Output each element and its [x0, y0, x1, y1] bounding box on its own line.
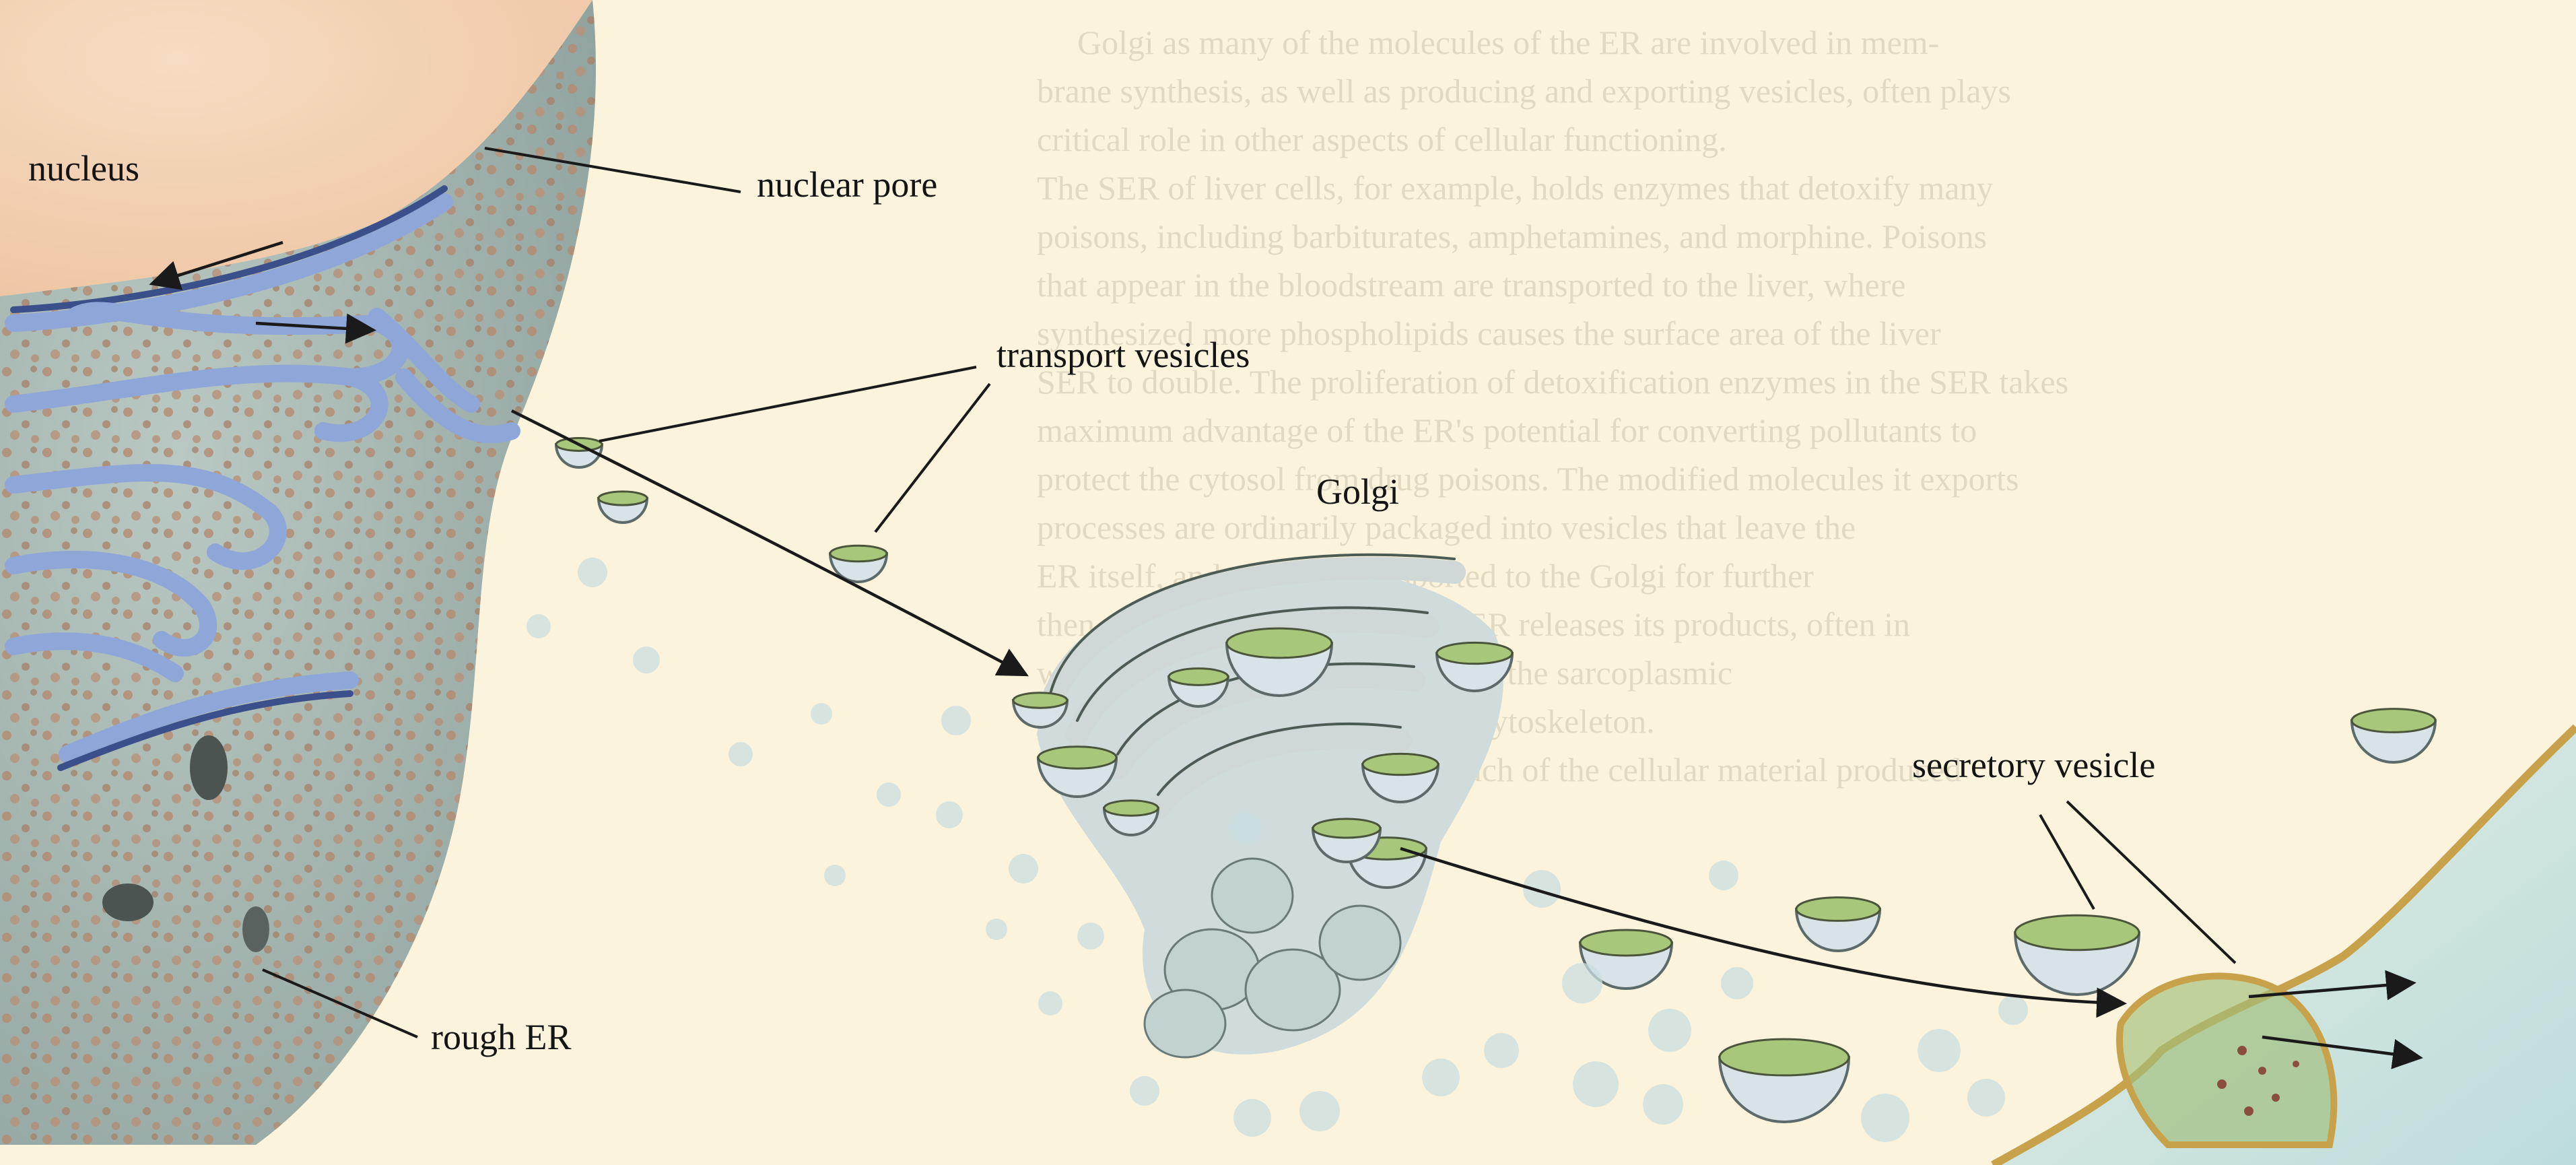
- vesicle-contents: [1313, 819, 1380, 838]
- label-rough-er: rough ER: [431, 1017, 572, 1057]
- vesicle-contents: [1104, 801, 1158, 816]
- label-nucleus: nucleus: [28, 148, 139, 189]
- background-text-line: brane synthesis, as well as producing an…: [1037, 72, 2011, 110]
- small-vesicle: [877, 783, 901, 807]
- background-text-line: Golgi as many of the molecules of the ER…: [1077, 24, 1939, 61]
- small-vesicle: [936, 801, 963, 828]
- background-text-line: processes are ordinarily packaged into v…: [1037, 508, 1856, 546]
- er-pore: [242, 906, 269, 952]
- small-vesicle: [1918, 1029, 1961, 1072]
- background-text-line: that appear in the bloodstream are trans…: [1037, 266, 1906, 304]
- label-secretory-vesicle: secretory vesicle: [1912, 745, 2155, 785]
- small-vesicle: [1648, 1009, 1691, 1052]
- small-vesicle: [1009, 854, 1038, 884]
- small-vesicle: [986, 919, 1007, 940]
- vesicle-contents: [599, 492, 647, 505]
- vesicle-contents: [1227, 628, 1332, 658]
- vesicle-contents: [1038, 747, 1116, 768]
- vesicle-contents: [1720, 1039, 1849, 1075]
- small-vesicle: [1038, 991, 1062, 1016]
- small-vesicle: [1721, 967, 1753, 999]
- vesicle-contents: [1169, 669, 1228, 686]
- label-nuclear-pore: nuclear pore: [757, 164, 937, 205]
- vesicle-contents: [1437, 642, 1512, 663]
- small-vesicle: [1861, 1094, 1909, 1142]
- golgi-lobe: [1212, 859, 1293, 933]
- background-text-line: protect the cytosol from drug poisons. T…: [1037, 460, 2019, 498]
- small-vesicle: [633, 646, 660, 673]
- small-vesicle: [1709, 861, 1738, 890]
- background-text-line: critical role in other aspects of cellul…: [1037, 121, 1727, 158]
- vesicle-contents: [1796, 898, 1880, 921]
- background-text-line: poisons, including barbiturates, ampheta…: [1037, 218, 1987, 255]
- golgi-lobe: [1320, 906, 1400, 980]
- small-vesicle: [728, 742, 753, 766]
- small-vesicle: [1422, 1059, 1460, 1096]
- small-vesicle: [1562, 963, 1602, 1003]
- vesicle-contents: [830, 545, 887, 562]
- small-vesicle: [1967, 1079, 2005, 1117]
- small-vesicle: [1229, 812, 1262, 844]
- vesicle-contents: [2015, 915, 2139, 950]
- small-vesicle: [1077, 923, 1104, 950]
- small-vesicle: [578, 558, 607, 587]
- golgi-lobe: [1145, 990, 1225, 1057]
- background-text-line: maximum advantage of the ER's potential …: [1037, 411, 1977, 449]
- er-pore: [102, 884, 154, 921]
- label-golgi: Golgi: [1316, 471, 1399, 512]
- vesicle-contents: [1013, 693, 1067, 708]
- small-vesicle: [811, 703, 832, 725]
- small-vesicle: [1130, 1076, 1159, 1106]
- small-vesicle: [1998, 995, 2028, 1025]
- small-vesicle: [824, 865, 846, 886]
- vesicle-contents: [1363, 754, 1438, 774]
- er-pore: [190, 735, 228, 800]
- label-transport-vesicles: transport vesicles: [996, 335, 1250, 375]
- small-vesicle: [1484, 1033, 1519, 1068]
- small-vesicle: [1573, 1061, 1619, 1107]
- small-vesicle: [1299, 1091, 1340, 1131]
- background-text-line: The SER of liver cells, for example, hol…: [1037, 169, 1993, 207]
- small-vesicle: [1643, 1084, 1683, 1125]
- vesicle-contents: [2352, 709, 2435, 733]
- vesicle-contents: [1580, 930, 1672, 956]
- small-vesicle: [1233, 1099, 1271, 1137]
- small-vesicle: [941, 706, 971, 735]
- small-vesicle: [527, 614, 551, 638]
